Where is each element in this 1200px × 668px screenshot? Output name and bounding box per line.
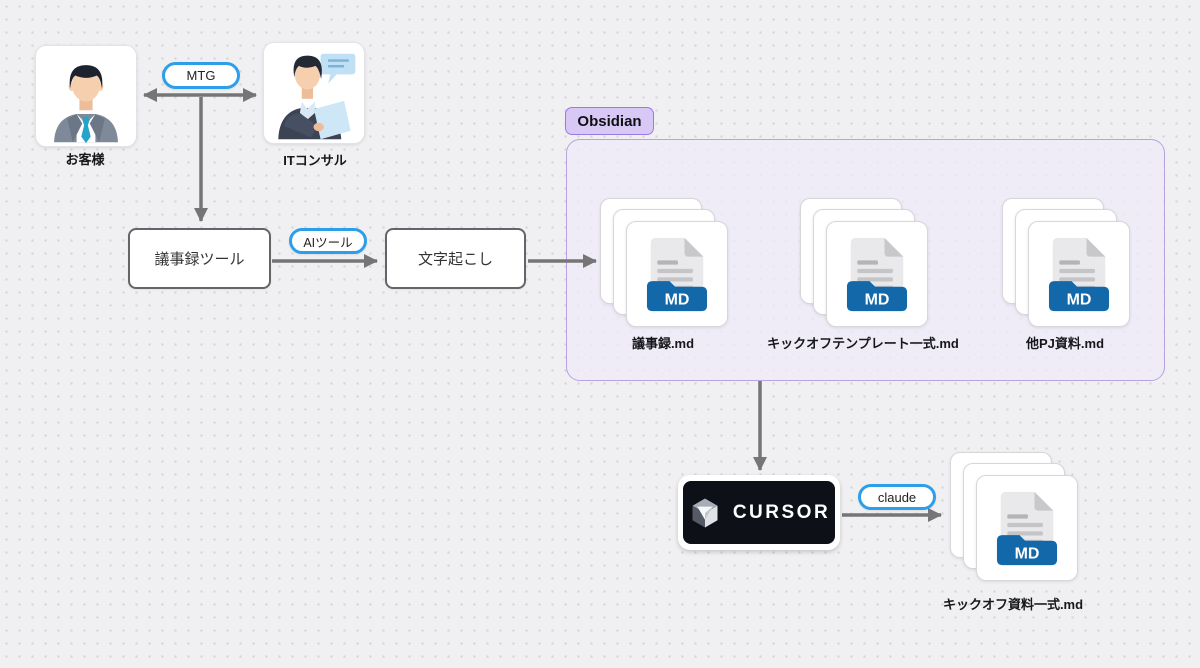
obsidian-badge-text: Obsidian xyxy=(577,112,642,130)
customer-label: お客様 xyxy=(65,152,105,167)
file-label-kickoff-template: キックオフテンプレート一式.md xyxy=(767,336,959,351)
customer-avatar-icon xyxy=(54,65,118,144)
node-customer[interactable] xyxy=(35,45,137,147)
claude-text: claude xyxy=(877,489,917,505)
edge-label-mtg[interactable]: MTG xyxy=(162,62,240,89)
md-file-icon xyxy=(845,236,909,313)
consultant-avatar-icon xyxy=(278,53,356,140)
file-stack-minutes[interactable] xyxy=(600,198,728,327)
file-stack-other-pj[interactable] xyxy=(1002,198,1130,327)
consultant-label: ITコンサル xyxy=(283,153,347,168)
edge-label-claude[interactable]: claude xyxy=(858,484,936,510)
ai-tool-text: AIツール xyxy=(303,235,353,250)
md-file-card xyxy=(626,221,728,327)
md-file-icon xyxy=(1047,236,1111,313)
mtg-text: MTG xyxy=(186,68,216,83)
file-stack-output[interactable] xyxy=(950,452,1078,581)
file-stack-kickoff-template[interactable] xyxy=(800,198,928,327)
md-file-card xyxy=(1028,221,1130,327)
file-label-output: キックオフ資料一式.md xyxy=(942,597,1084,612)
md-file-card xyxy=(826,221,928,327)
cursor-logo: CURSOR xyxy=(683,481,835,544)
md-file-card xyxy=(976,475,1078,581)
node-transcription[interactable]: 文字起こし xyxy=(385,228,526,289)
node-consultant[interactable] xyxy=(263,42,365,144)
cursor-cube-icon xyxy=(692,498,718,527)
obsidian-group-badge[interactable]: Obsidian xyxy=(565,107,654,135)
edge-label-ai-tool[interactable]: AIツール xyxy=(289,228,367,254)
cursor-wordmark: CURSOR xyxy=(732,501,831,523)
transcription-text: 文字起こし xyxy=(417,251,493,268)
file-label-minutes: 議事録.md xyxy=(631,336,695,351)
node-cursor[interactable]: CURSOR xyxy=(678,475,840,550)
file-label-other-pj: 他PJ資料.md xyxy=(1025,336,1105,351)
md-file-icon xyxy=(995,490,1059,567)
md-file-icon xyxy=(645,236,709,313)
node-minutes-tool[interactable]: 議事録ツール xyxy=(128,228,271,289)
minutes-tool-text: 議事録ツール xyxy=(154,251,245,268)
